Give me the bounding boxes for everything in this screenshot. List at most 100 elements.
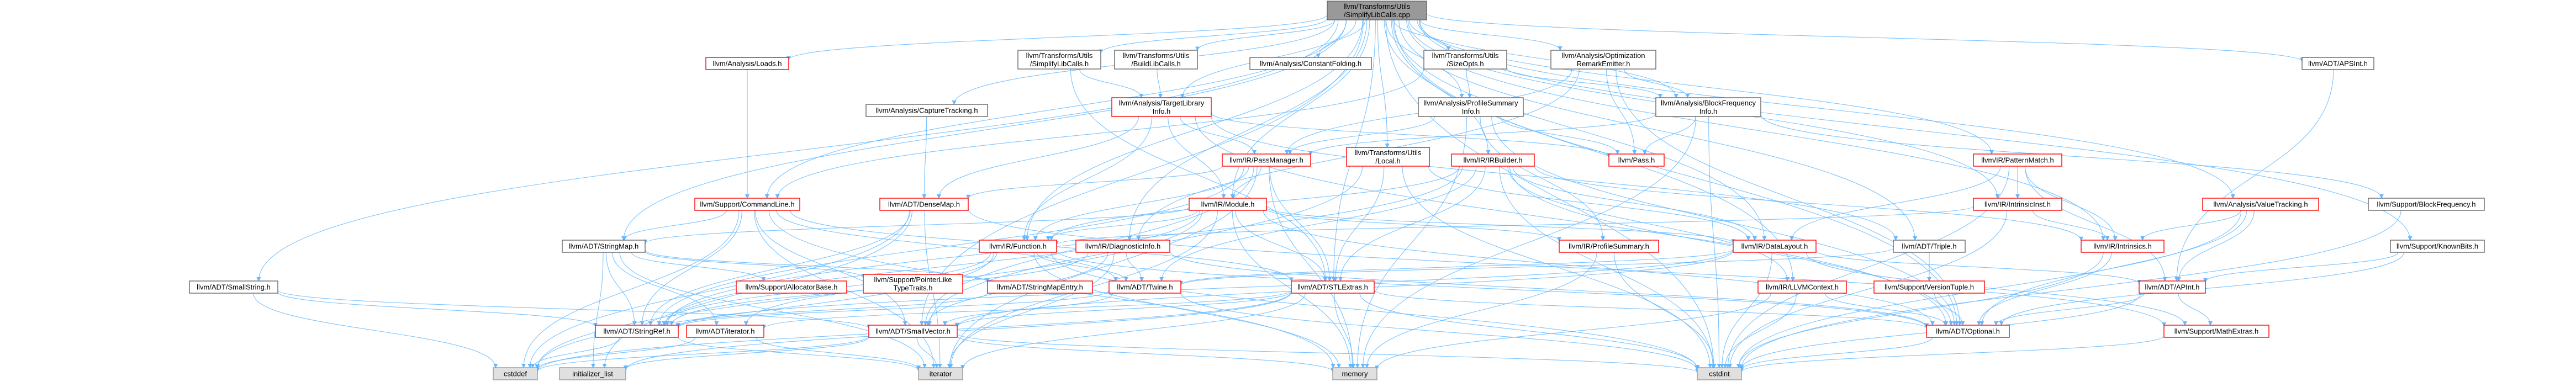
node-sizeopts[interactable]: llvm/Transforms/Utils/SizeOpts.h <box>1423 50 1507 70</box>
edge-irbuilder-to-datalayout <box>1512 166 1757 241</box>
node-box <box>1189 198 1267 211</box>
edge-stlextras-to-memory <box>1334 293 1356 368</box>
edge-stlextras-to-optional <box>1374 289 1929 329</box>
node-passmgr[interactable]: llvm/IR/PassManager.h <box>1222 153 1311 167</box>
node-optional[interactable]: llvm/ADT/Optional.h <box>1926 325 2010 338</box>
edge-layer <box>253 13 2413 373</box>
edge-smallvector-to-cstdint <box>957 333 1699 373</box>
edge-valuetracking-to-intrinsics <box>2140 210 2241 241</box>
node-pass[interactable]: llvm/Pass.h <box>1608 153 1665 167</box>
edge-ore-to-pass <box>1606 68 1637 155</box>
node-mathextras[interactable]: llvm/Support/MathExtras.h <box>2163 325 2269 338</box>
node-label: memory <box>1342 370 1368 378</box>
edge-datalayout-to-twine <box>1179 248 1734 285</box>
edge-smallvector-to-memory <box>957 335 1335 373</box>
edge-diaginfo-to-optional <box>1169 251 1929 328</box>
edge-iterator_h-to-iterator <box>756 337 921 370</box>
edge-stringmap-to-ptrlike <box>645 251 865 279</box>
node-label: llvm/Analysis/TargetLibrary <box>1119 99 1205 107</box>
edge-knownbits-to-apint <box>2203 252 2399 283</box>
node-smallvector[interactable]: llvm/ADT/SmallVector.h <box>868 325 958 338</box>
node-loads[interactable]: llvm/Analysis/Loads.h <box>705 57 789 70</box>
edge-datalayout-to-apint <box>1815 250 2141 284</box>
node-function[interactable]: llvm/IR/Function.h <box>979 240 1057 253</box>
node-label: llvm/Pass.h <box>1618 156 1655 165</box>
node-box <box>694 198 800 211</box>
node-densemap[interactable]: llvm/ADT/DenseMap.h <box>879 198 969 211</box>
node-local[interactable]: llvm/Transforms/Utils/Local.h <box>1346 147 1430 167</box>
node-box <box>1291 280 1375 294</box>
node-label: llvm/ADT/SmallVector.h <box>875 327 951 336</box>
node-intrinsics[interactable]: llvm/IR/Intrinsics.h <box>2081 240 2165 253</box>
edge-passmgr-to-stlextras <box>1269 166 1332 282</box>
node-patmatch[interactable]: llvm/IR/PatternMatch.h <box>1973 153 2062 167</box>
edge-densemap-to-cstddef <box>527 210 910 368</box>
node-triple[interactable]: llvm/ADT/Triple.h <box>1893 240 1966 253</box>
node-ore[interactable]: llvm/Analysis/OptimizationRemarkEmitter.… <box>1550 50 1656 70</box>
node-label: llvm/ADT/StringMap.h <box>569 242 638 251</box>
node-slc_h[interactable]: llvm/Transforms/Utils/SimplifyLibCalls.h <box>1017 50 1101 70</box>
node-memory: memory <box>1332 367 1377 380</box>
node-label: cstdint <box>1709 370 1730 378</box>
edge-function-to-optional <box>1056 250 1929 328</box>
node-label: initializer_list <box>572 370 613 378</box>
node-iterator_h[interactable]: llvm/ADT/iterator.h <box>686 325 764 338</box>
node-diaginfo[interactable]: llvm/IR/DiagnosticInfo.h <box>1075 240 1170 253</box>
node-label: llvm/Transforms/Utils <box>1355 149 1422 157</box>
node-stringref[interactable]: llvm/ADT/StringRef.h <box>595 325 679 338</box>
edge-datalayout-to-cstdint <box>1719 252 1772 368</box>
edge-root-to-ore <box>1419 19 1563 51</box>
edge-root-to-module <box>1230 19 1370 199</box>
edge-intrinsicinst-to-intrinsics <box>2032 210 2110 241</box>
edge-cmdline-to-stringref <box>640 210 742 326</box>
node-llvmctx[interactable]: llvm/IR/LLVMContext.h <box>1757 280 1847 294</box>
node-stlextras[interactable]: llvm/ADT/STLExtras.h <box>1291 280 1375 294</box>
node-label: llvm/IR/Function.h <box>989 242 1047 251</box>
edge-blc_h-to-tli <box>1157 68 1163 98</box>
node-versiontuple[interactable]: llvm/Support/VersionTuple.h <box>1873 280 1985 294</box>
node-smallstring[interactable]: llvm/ADT/SmallString.h <box>189 280 278 294</box>
node-blockfreq[interactable]: llvm/Support/BlockFrequency.h <box>2368 198 2485 211</box>
node-apsint[interactable]: llvm/ADT/APSInt.h <box>2301 57 2374 70</box>
node-stringmap[interactable]: llvm/ADT/StringMap.h <box>562 240 646 253</box>
edge-intrinsicinst-to-function <box>1054 205 1974 246</box>
edge-tli-to-function <box>1022 116 1153 241</box>
edge-function-to-twine <box>1036 252 1128 282</box>
edge-twine-to-cstdint <box>1180 292 1699 371</box>
node-module[interactable]: llvm/IR/Module.h <box>1189 198 1267 211</box>
node-label: llvm/Transforms/Utils <box>1026 51 1093 60</box>
edge-stringmap-to-stringref <box>605 252 637 326</box>
edge-module-to-datalayout <box>1266 206 1735 244</box>
node-box <box>2202 198 2319 211</box>
node-knownbits[interactable]: llvm/Support/KnownBits.h <box>2390 240 2485 253</box>
node-constfold[interactable]: llvm/Analysis/ConstantFolding.h <box>1249 57 1372 70</box>
edge-stlextras-to-initlist <box>624 291 1292 370</box>
edge-irbuilder-to-stlextras <box>1338 166 1486 282</box>
node-irbuilder[interactable]: llvm/IR/IRBuilder.h <box>1451 153 1535 167</box>
node-smentry[interactable]: llvm/ADT/StringMapEntry.h <box>987 280 1093 294</box>
node-label: /SizeOpts.h <box>1447 60 1484 68</box>
node-apint[interactable]: llvm/ADT/APInt.h <box>2139 280 2206 294</box>
node-profsummary[interactable]: llvm/IR/ProfileSummary.h <box>1559 240 1659 253</box>
node-cmdline[interactable]: llvm/Support/CommandLine.h <box>694 198 800 211</box>
edge-root-to-apsint <box>1426 13 2304 62</box>
node-initlist: initializer_list <box>559 367 626 380</box>
edge-stringmap-to-iterator_h <box>612 252 719 326</box>
node-box <box>1873 280 1985 294</box>
node-label: llvm/Analysis/BlockFrequency <box>1661 99 1756 107</box>
node-datalayout[interactable]: llvm/IR/DataLayout.h <box>1733 240 1817 253</box>
node-box <box>1327 1 1427 20</box>
node-capture[interactable]: llvm/Analysis/CaptureTracking.h <box>865 104 988 117</box>
node-twine[interactable]: llvm/ADT/Twine.h <box>1108 280 1181 294</box>
node-box <box>2139 280 2206 294</box>
node-valuetracking[interactable]: llvm/Analysis/ValueTracking.h <box>2202 198 2319 211</box>
node-blc_h[interactable]: llvm/Transforms/Utils/BuildLibCalls.h <box>1114 50 1198 70</box>
node-label: llvm/IR/DataLayout.h <box>1741 242 1808 251</box>
node-intrinsicinst[interactable]: llvm/IR/IntrinsicInst.h <box>1973 198 2062 211</box>
node-allocbase[interactable]: llvm/Support/AllocatorBase.h <box>736 280 847 294</box>
edge-root-to-loads <box>786 14 1328 61</box>
